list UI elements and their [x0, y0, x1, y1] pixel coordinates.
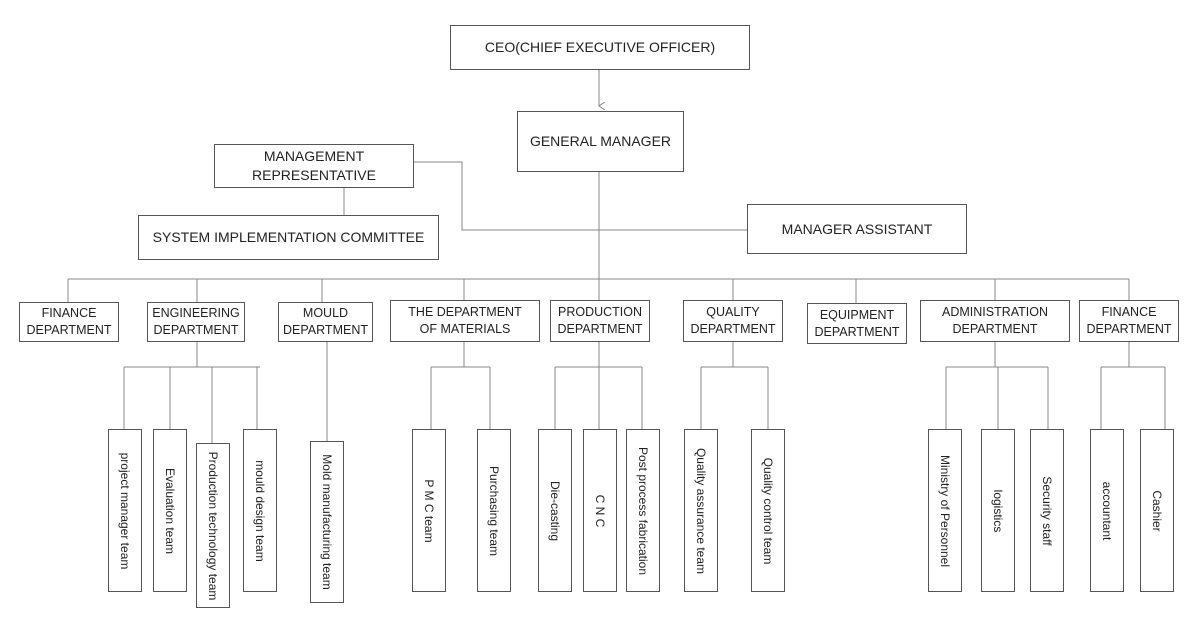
- team-project-manager: project manager team: [108, 429, 142, 592]
- general-manager-label: GENERAL MANAGER: [529, 133, 672, 149]
- department-finance-2: FINANCE DEPARTMENT: [1079, 300, 1179, 342]
- ceo-box: CEO(CHIEF EXECUTIVE OFFICER): [450, 25, 750, 70]
- system-committee-label: SYSTEM IMPLEMENTATION COMMITTEE: [152, 229, 425, 245]
- team-security-staff: Security staff: [1030, 429, 1064, 592]
- team-cnc: C N C: [583, 429, 617, 592]
- team-label: Quality assurance team: [694, 447, 708, 574]
- department-label: FINANCE DEPARTMENT: [1086, 305, 1172, 336]
- department-administration: ADMINISTRATION DEPARTMENT: [920, 300, 1070, 342]
- team-label: P M C team: [422, 478, 436, 543]
- team-mould-design: mould design team: [243, 429, 277, 592]
- team-label: Purchasing team: [487, 465, 501, 556]
- team-production-technology: Production technology team: [196, 443, 230, 608]
- team-label: Security staff: [1040, 475, 1054, 546]
- team-label: C N C: [593, 494, 607, 527]
- team-label: accountant: [1100, 481, 1114, 540]
- department-label: FINANCE DEPARTMENT: [26, 306, 112, 337]
- department-finance: FINANCE DEPARTMENT: [19, 302, 119, 342]
- team-purchasing: Purchasing team: [477, 429, 511, 592]
- team-label: Quality control team: [761, 457, 775, 564]
- team-label: Cashier: [1150, 489, 1164, 532]
- team-label: Evaluation team: [163, 467, 177, 554]
- department-label: ENGINEERING DEPARTMENT: [152, 306, 240, 337]
- department-quality: QUALITY DEPARTMENT: [683, 300, 783, 342]
- team-accountant: accountant: [1090, 429, 1124, 592]
- team-label: logistics: [991, 489, 1005, 532]
- management-representative-label: MANAGEMENT REPRESENTATIVE: [252, 148, 376, 183]
- team-ministry-of-personnel: Ministry of Personnel: [928, 429, 962, 592]
- department-label: PRODUCTION DEPARTMENT: [557, 305, 643, 336]
- manager-assistant-box: MANAGER ASSISTANT: [747, 204, 967, 254]
- department-label: EQUIPMENT DEPARTMENT: [814, 307, 900, 339]
- management-representative-box: MANAGEMENT REPRESENTATIVE: [214, 144, 414, 188]
- department-label: QUALITY DEPARTMENT: [690, 305, 776, 336]
- team-logistics: logistics: [981, 429, 1015, 592]
- general-manager-box: GENERAL MANAGER: [517, 111, 684, 172]
- team-mold-manufacturing: Mold manufacturing team: [310, 441, 344, 603]
- team-quality-assurance: Quality assurance team: [684, 429, 718, 592]
- department-label: THE DEPARTMENT OF MATERIALS: [408, 305, 522, 336]
- ceo-label: CEO(CHIEF EXECUTIVE OFFICER): [484, 39, 716, 55]
- team-die-casting: Die-casting: [538, 429, 572, 592]
- team-label: Ministry of Personnel: [938, 454, 952, 567]
- manager-assistant-label: MANAGER ASSISTANT: [781, 220, 933, 237]
- department-production: PRODUCTION DEPARTMENT: [550, 300, 650, 342]
- department-label: ADMINISTRATION DEPARTMENT: [941, 305, 1049, 336]
- team-label: Mold manufacturing team: [320, 454, 334, 590]
- department-mould: MOULD DEPARTMENT: [278, 302, 373, 342]
- team-post-process: Post process fabrication: [626, 429, 660, 592]
- team-cashier: Cashier: [1140, 429, 1174, 592]
- department-engineering: ENGINEERING DEPARTMENT: [147, 302, 245, 342]
- system-committee-box: SYSTEM IMPLEMENTATION COMMITTEE: [138, 215, 439, 260]
- team-label: project manager team: [118, 452, 132, 569]
- team-label: Die-casting: [548, 480, 562, 541]
- team-label: mould design team: [253, 459, 267, 562]
- department-equipment: EQUIPMENT DEPARTMENT: [807, 303, 907, 344]
- team-label: Production technology team: [206, 451, 220, 600]
- team-evaluation: Evaluation team: [153, 429, 187, 592]
- team-quality-control: Quality control team: [751, 429, 785, 592]
- team-label: Post process fabrication: [636, 446, 650, 575]
- team-pmc: P M C team: [412, 429, 446, 592]
- department-label: MOULD DEPARTMENT: [283, 306, 368, 337]
- department-materials: THE DEPARTMENT OF MATERIALS: [390, 300, 540, 342]
